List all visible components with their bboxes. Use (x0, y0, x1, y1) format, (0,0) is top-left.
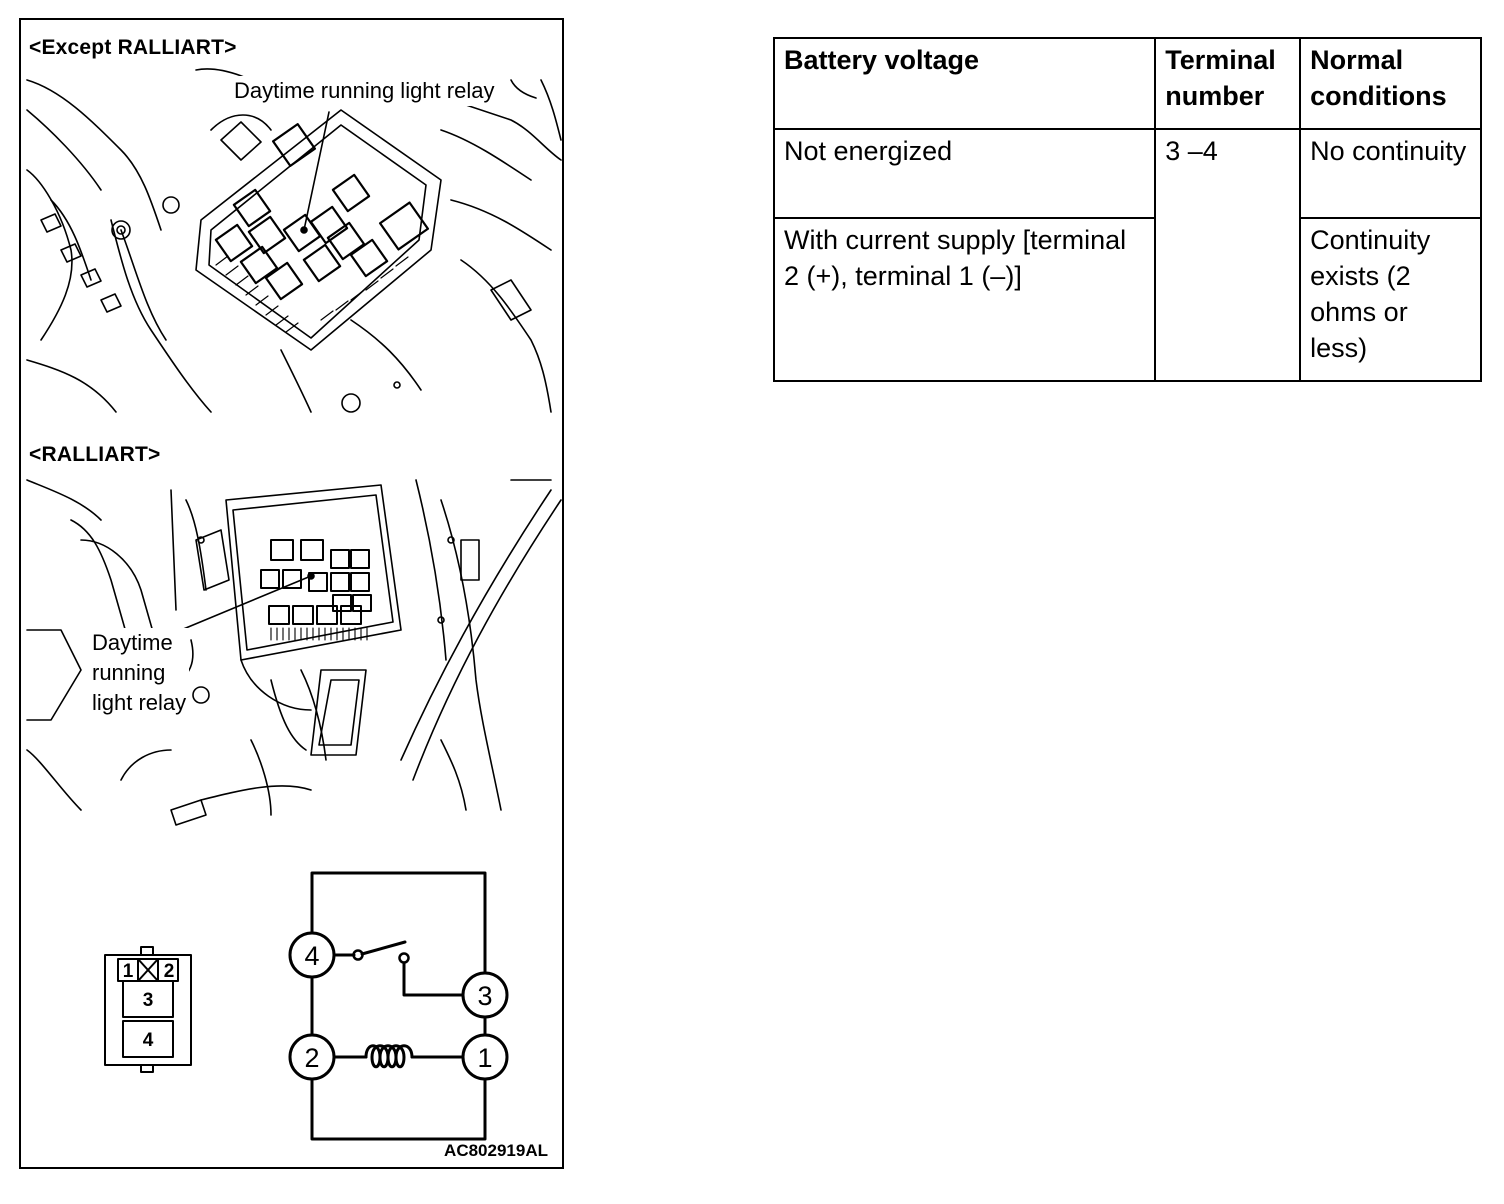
ralliart-callout: Daytime running light relay (89, 628, 190, 718)
connector-pin-1: 1 (123, 961, 134, 982)
connector-pin-2: 2 (164, 961, 175, 982)
relay-check-table: Battery voltage Terminal number Normal c… (772, 37, 1482, 382)
terminal-3-circle (461, 971, 509, 1019)
fuse-rows-upper (215, 255, 409, 333)
schematic-terminal-2: 2 (304, 1043, 319, 1073)
cell-normal-conditions: No continuity (1299, 128, 1482, 219)
table-row: With current supply [terminal 2 (+), ter… (772, 217, 1482, 382)
except-ralliart-callout: Daytime running light relay (230, 76, 499, 106)
engine-bay-lower-sketch (26, 479, 562, 826)
ralliart-callout-line-3: light relay (92, 690, 187, 715)
terminal-2-circle (288, 1033, 336, 1081)
header-normal-conditions: Normal conditions (1299, 37, 1482, 130)
relay-block-upper (214, 123, 430, 301)
schematic-terminal-1: 1 (477, 1043, 492, 1073)
schematic-terminal-3: 3 (477, 981, 492, 1011)
table-header-row: Battery voltage Terminal number Normal c… (772, 37, 1482, 130)
ralliart-heading: <RALLIART> (29, 443, 161, 466)
figure-code: AC802919AL (444, 1141, 548, 1160)
figure-panel: 1 2 3 4 4 3 2 1 <Except RALLIART> Daytim… (19, 18, 564, 1169)
callout-leader-upper (303, 111, 330, 231)
table-row: Not energized 3 –4 No continuity (772, 128, 1482, 382)
connector-pin-4: 4 (143, 1030, 154, 1051)
except-ralliart-heading: <Except RALLIART> (29, 36, 237, 59)
cell-terminal-number: 3 –4 (1154, 128, 1302, 382)
callout-leader-lower (180, 575, 312, 631)
relay-block-lower (260, 539, 372, 625)
relay-schematic (288, 871, 509, 1141)
ralliart-callout-line-2: running (92, 660, 166, 685)
fuse-rows-lower (270, 627, 368, 641)
terminal-1-circle (461, 1033, 509, 1081)
relay-location-illustration: 1 2 3 4 4 3 2 1 (26, 68, 562, 1141)
terminal-4-circle (288, 931, 336, 979)
header-terminal-number: Terminal number (1154, 37, 1302, 130)
engine-bay-upper-sketch (26, 68, 562, 413)
connector-pin-3: 3 (143, 990, 154, 1011)
cell-normal-conditions: Continuity exists (2 ohms or less) (1299, 217, 1482, 382)
cell-battery-voltage: Not energized (772, 128, 1157, 219)
relay-connector-diagram (104, 946, 192, 1073)
cell-battery-voltage: With current supply [terminal 2 (+), ter… (772, 217, 1157, 382)
header-battery-voltage: Battery voltage (772, 37, 1157, 130)
ralliart-callout-line-1: Daytime (92, 630, 173, 655)
schematic-terminal-4: 4 (304, 941, 319, 971)
